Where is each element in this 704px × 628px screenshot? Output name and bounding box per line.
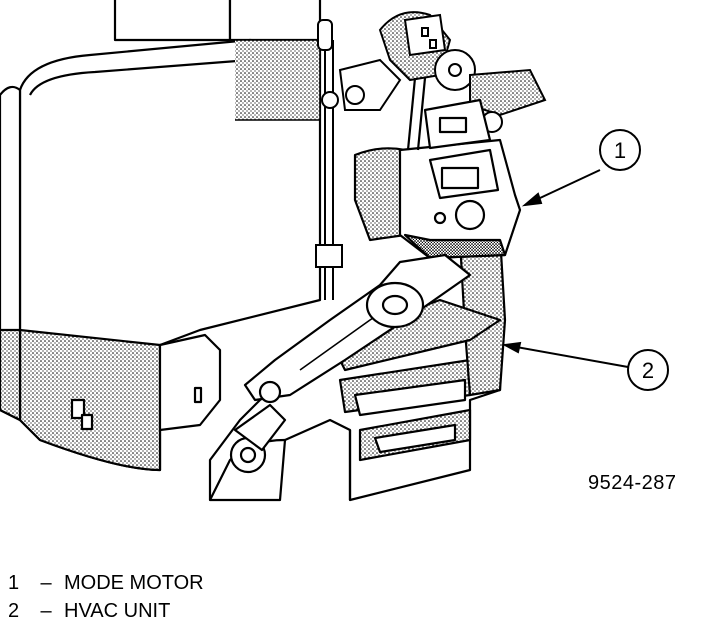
linkage-arm <box>229 253 472 474</box>
legend-number: 1 <box>8 572 20 594</box>
gear-mechanism <box>321 11 547 133</box>
callout-1-number: 1 <box>614 138 626 163</box>
hvac-right-shell <box>328 233 507 397</box>
callout-2 <box>501 341 669 391</box>
figure-code: 9524-287 <box>588 472 677 494</box>
legend-dash: – <box>40 572 52 594</box>
callout-2-number: 2 <box>642 358 654 383</box>
mode-motor <box>353 77 522 260</box>
legend-label: MODE MOTOR <box>64 572 204 594</box>
vertical-rod <box>315 19 343 300</box>
legend-item-hvac-unit: 2–HVAC UNIT <box>8 600 170 623</box>
legend-label: HVAC UNIT <box>64 600 171 622</box>
callout-1 <box>521 129 641 207</box>
legend-dash: – <box>40 600 52 622</box>
legend-number: 2 <box>8 600 20 622</box>
legend-item-mode-motor: 1–MODE MOTOR <box>8 572 204 595</box>
hvac-housing <box>0 0 322 472</box>
